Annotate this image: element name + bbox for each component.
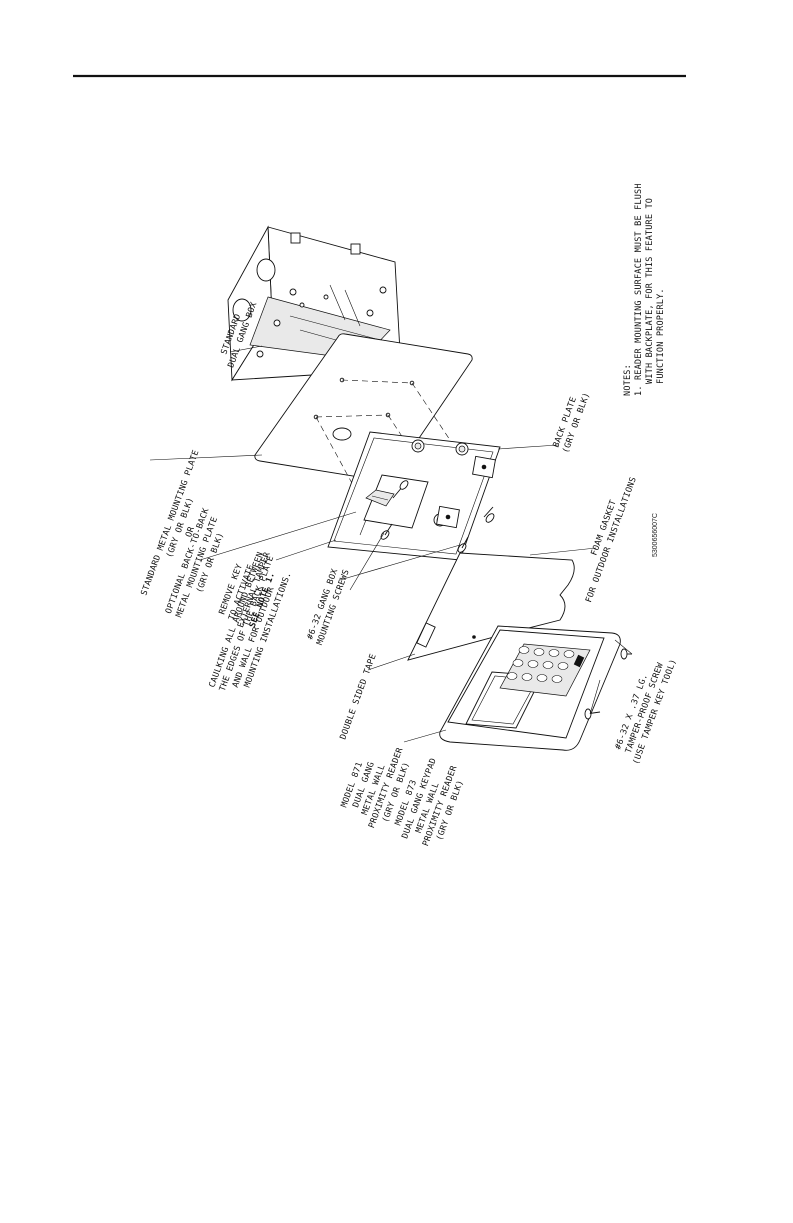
keypad xyxy=(499,643,591,697)
notes-title: NOTES: xyxy=(623,364,633,396)
leader-lines xyxy=(149,345,633,743)
back-plate xyxy=(327,431,501,561)
metal-mounting-plate xyxy=(254,333,473,521)
note-line1: 1. READER MOUNTING SURFACE MUST BE FLUSH xyxy=(634,183,644,396)
doc-number-text: 5300656007C xyxy=(652,513,659,557)
note-line3: FUNCTION PROPERLY. xyxy=(656,288,666,384)
note-line2: WITH BACKPLATE, FOR THIS FEATURE TO xyxy=(645,198,655,384)
dual-gang-box xyxy=(227,225,402,382)
label-foam-gasket: FOAM GASKET FOR OUTDOOR INSTALLATIONS xyxy=(584,476,639,604)
label-back-plate: BACK PLATE (GRY OR BLK) xyxy=(551,391,592,454)
foam-gasket-line2: FOR OUTDOOR INSTALLATIONS xyxy=(584,476,639,604)
proximity-reader xyxy=(439,625,632,751)
gang-box-screw-2 xyxy=(483,506,495,523)
gang-box-screw-4 xyxy=(457,536,469,553)
label-caulking: CAULKING ALL AROUND BETWEEN THE EDGES OF… xyxy=(207,551,293,693)
gang-box-screw-1 xyxy=(392,480,409,499)
tamper-screw-2 xyxy=(620,648,632,660)
label-double-tape: DOUBLE SIDED TAPE xyxy=(338,653,378,741)
label-tamper-screw: #6-32 X .37 LG. TAMPER-PROOF SCREW (USE … xyxy=(613,658,679,766)
tamper-screw-1 xyxy=(584,708,601,720)
exploded-view-drawing xyxy=(149,225,633,751)
or-label: OR xyxy=(184,525,197,539)
gang-box-screw-3 xyxy=(380,523,393,540)
doc-number: 5300656007C xyxy=(652,513,659,557)
notes-block: NOTES: 1. READER MOUNTING SURFACE MUST B… xyxy=(623,183,666,396)
double-tape-label: DOUBLE SIDED TAPE xyxy=(338,653,378,741)
foam-gasket xyxy=(407,552,575,661)
label-gang-screws: #6-32 GANG BOX MOUNTING SCREWS xyxy=(305,567,351,647)
